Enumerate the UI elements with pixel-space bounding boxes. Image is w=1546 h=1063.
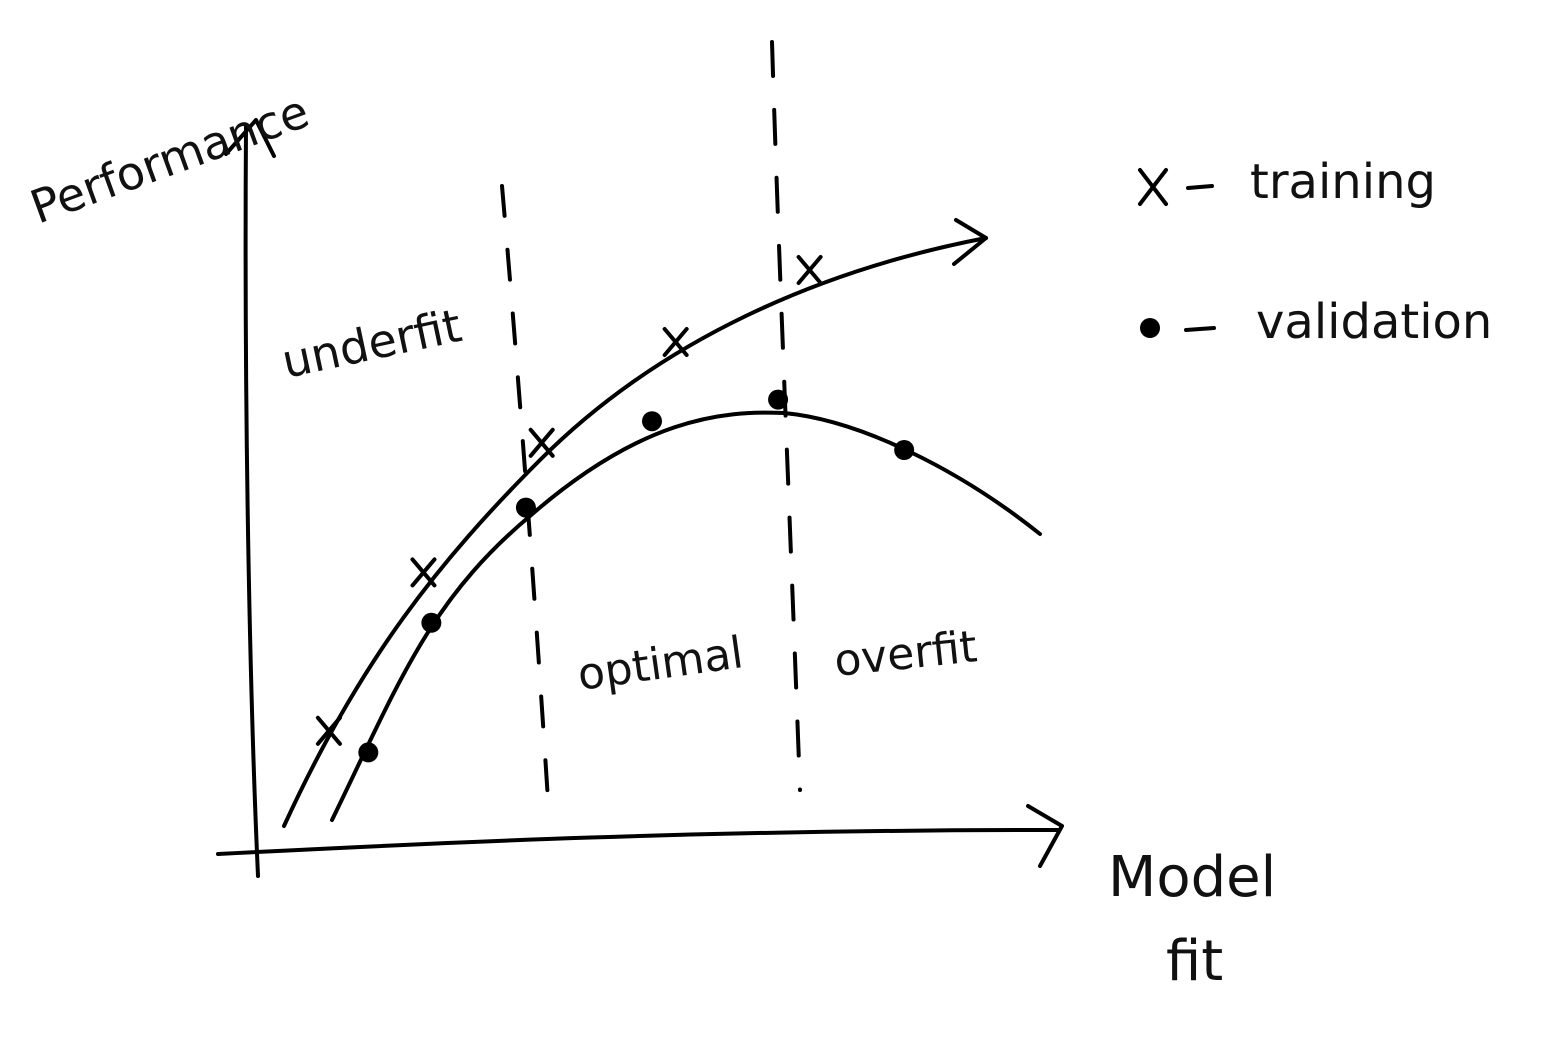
region-label-overfit: overfit <box>832 621 980 687</box>
training-point-marker <box>410 557 437 588</box>
validation-point-marker <box>515 497 536 518</box>
region-label-underfit: underfit <box>277 298 466 389</box>
legend-validation-label: validation <box>1256 294 1492 350</box>
validation-point-marker <box>894 440 915 460</box>
x-axis-label: Model fit <box>1108 845 1294 994</box>
training-point-marker <box>662 327 689 357</box>
legend-validation-icon <box>1140 318 1160 338</box>
y-axis-arrowhead <box>224 118 276 158</box>
validation-point-marker <box>642 411 662 432</box>
validation-point-marker <box>358 742 379 763</box>
training-point-marker <box>528 427 555 458</box>
x-axis-label-line1: Model <box>1108 845 1276 910</box>
training-curve-arrowhead <box>952 218 988 266</box>
validation-point-marker <box>768 389 789 410</box>
training-curve <box>282 236 988 828</box>
training-point-marker <box>315 715 342 746</box>
x-axis-label-line2: fit <box>1166 929 1223 994</box>
x-axis-line <box>216 828 1060 856</box>
legend-validation-dash <box>1184 326 1216 332</box>
markers-layer <box>315 255 915 763</box>
validation-point-marker <box>421 612 442 633</box>
legend-training-dash <box>1186 184 1214 190</box>
training-point-marker <box>796 255 823 285</box>
legend: training validation <box>1138 154 1492 350</box>
y-axis-label: Performance <box>23 84 315 234</box>
legend-training-label: training <box>1250 154 1436 210</box>
optimal-overfit-divider <box>770 40 802 792</box>
region-label-optimal: optimal <box>574 627 746 701</box>
legend-training-icon <box>1138 168 1168 206</box>
y-axis-line <box>243 124 260 878</box>
x-axis-arrowhead <box>1026 804 1064 868</box>
